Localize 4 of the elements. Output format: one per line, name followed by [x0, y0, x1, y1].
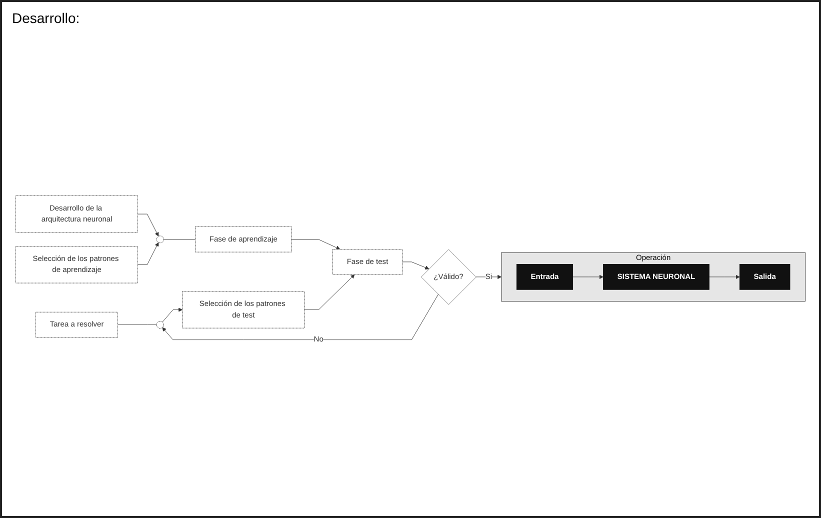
- node-circle: [156, 321, 164, 329]
- connector: [118, 324, 157, 326]
- section-label: Desarrollo:: [12, 10, 80, 26]
- node-circle: [156, 236, 164, 244]
